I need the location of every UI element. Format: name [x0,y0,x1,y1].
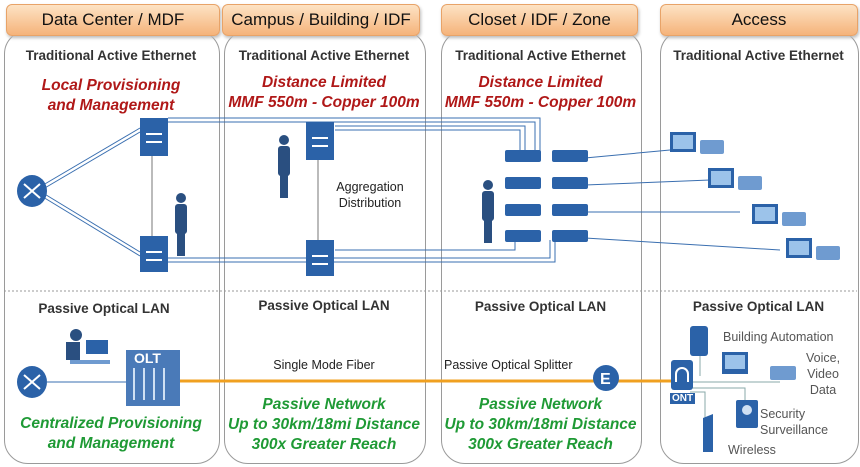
active-title-3: Traditional Active Ethernet [455,48,626,63]
router-icons [17,175,47,398]
header-campus: Campus / Building / IDF [222,4,420,36]
splitter-icon [593,365,619,391]
olt-label: OLT [134,350,161,366]
splitter-label: Passive Optical Splitter [444,358,573,372]
ont-label: ONT [670,393,696,404]
admin-desk-icon [66,329,110,364]
phone-icon [770,366,796,380]
header-data-center: Data Center / MDF [6,4,220,36]
pol-title-2: Passive Optical LAN [258,298,390,313]
pc-icons [670,132,840,260]
pol-title-1: Passive Optical LAN [38,301,170,316]
panel-closet [441,30,642,464]
pol-title-4: Passive Optical LAN [692,299,825,314]
active-title-4: Traditional Active Ethernet [673,48,844,63]
fiber-label: Single Mode Fiber [273,358,375,372]
switch-icons [140,118,334,276]
ont-links [690,356,780,445]
header-access: Access [660,4,858,36]
wireless-label: Wireless [728,443,776,457]
wireless-ap-icon [703,414,713,452]
person-icons [175,135,494,256]
header-closet: Closet / IDF / Zone [441,4,638,36]
active-title-2: Traditional Active Ethernet [238,48,410,63]
building-automation-label: Building Automation [723,330,834,344]
access-switch-icons [505,150,588,242]
ont-icon [671,360,693,390]
active-title-1: Traditional Active Ethernet [25,48,197,63]
ethernet-links [37,117,781,263]
building-automation-device-icon [690,326,708,356]
pol-title-3: Passive Optical LAN [474,299,607,314]
svg-text:E: E [600,371,611,388]
